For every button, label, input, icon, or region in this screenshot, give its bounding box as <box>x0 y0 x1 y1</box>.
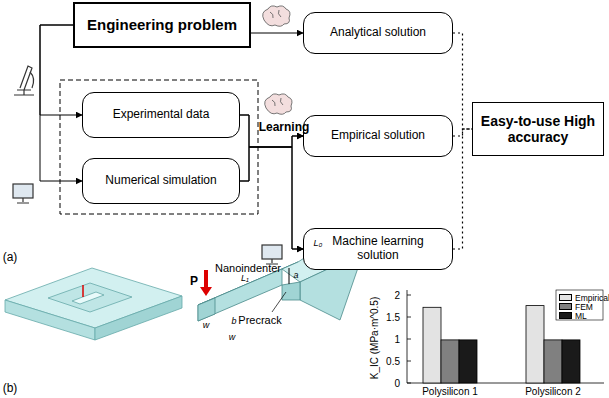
text-label: w <box>229 333 236 343</box>
brain-icon <box>270 10 281 18</box>
computer-icon <box>262 245 282 264</box>
node-text: Engineering problem <box>87 16 237 33</box>
node-text: Machine learning solution <box>310 235 446 263</box>
bar-chart <box>544 340 562 383</box>
load-arrow <box>204 270 208 288</box>
chip-plate <box>5 268 182 340</box>
leader-line <box>272 292 286 312</box>
bar-chart <box>407 295 411 383</box>
brain-icon <box>265 94 292 114</box>
text-label: b <box>231 317 236 327</box>
load-arrow <box>200 270 212 296</box>
text-label: Precrack <box>238 314 281 326</box>
text-label: (a) <box>3 251 18 264</box>
tick-label: 1 <box>394 334 400 345</box>
text-label: P <box>190 275 198 288</box>
text-label: Nanoindenter <box>215 262 281 274</box>
microscope-icon <box>14 66 34 95</box>
text-label: a <box>293 271 298 281</box>
computer-icon <box>17 198 29 203</box>
brain-icon <box>272 98 283 106</box>
bar-chart <box>441 340 459 383</box>
legend-swatch <box>559 303 572 310</box>
arrow-connector <box>240 115 303 249</box>
dotted-connector <box>453 33 472 129</box>
goal-box: Easy-to-use High accuracy <box>472 102 604 156</box>
computer-icon <box>13 184 33 203</box>
cantilever-beam <box>282 282 300 300</box>
microscope-icon <box>14 66 34 95</box>
load-arrow <box>200 287 212 296</box>
node-text: Numerical simulation <box>105 174 216 188</box>
bar-chart <box>423 307 441 383</box>
problem-box: Engineering problem <box>73 2 251 48</box>
bar-chart <box>407 290 604 383</box>
dotted-connector <box>453 129 472 249</box>
arrow-connector <box>251 33 303 34</box>
node-text: Empirical solution <box>331 129 425 143</box>
bar-chart <box>407 290 604 383</box>
arrow-connector <box>240 147 303 249</box>
bar-chart <box>459 340 477 383</box>
text-label: L₀ <box>314 239 323 249</box>
text-label: (b) <box>3 382 18 395</box>
data-box: Experimental data <box>82 92 240 138</box>
tick-label: 0 <box>394 378 400 389</box>
cantilever-beam <box>198 269 282 321</box>
chip-plate <box>72 292 104 304</box>
brain-icon <box>265 94 292 114</box>
arrow-connector <box>40 25 82 181</box>
data-box: Numerical simulation <box>82 158 240 204</box>
computer-icon <box>262 245 282 259</box>
tick-label: 1.5 <box>386 312 400 323</box>
chip-plate <box>48 283 132 312</box>
legend-text: ML <box>575 312 587 321</box>
brain-icon <box>263 6 290 26</box>
node-text: Analytical solution <box>330 26 426 40</box>
solution-box: Empirical solution <box>303 115 453 157</box>
text-label: Polysilicon 1 <box>422 386 478 397</box>
text-label: w <box>203 321 210 331</box>
solution-box: Machine learning solution <box>303 228 453 270</box>
node-text: Experimental data <box>113 108 210 122</box>
solution-box: Analytical solution <box>303 12 453 54</box>
legend-text: Empirical <box>575 294 609 303</box>
bar-chart <box>562 340 580 383</box>
text-label: Learning <box>259 121 310 134</box>
cantilever-beam <box>289 268 290 284</box>
microscope-icon <box>30 72 34 88</box>
brain-icon <box>263 6 290 26</box>
computer-icon <box>13 184 33 198</box>
axis-title: K_IC (MPa·m^0.5) <box>369 297 380 380</box>
tick-label: 0.5 <box>386 356 400 367</box>
tick-label: 2 <box>394 290 400 301</box>
text-label: L₁ <box>241 274 249 284</box>
chip-plate <box>82 285 84 297</box>
legend-text: FEM <box>575 303 593 312</box>
dashed-group <box>60 80 258 214</box>
cantilever-beam <box>198 298 215 321</box>
bar-chart <box>526 306 544 383</box>
legend-swatch <box>559 294 572 301</box>
legend-swatch <box>559 312 572 319</box>
text-label: Polysilicon 2 <box>525 386 581 397</box>
node-text: Easy-to-use High accuracy <box>479 113 597 145</box>
